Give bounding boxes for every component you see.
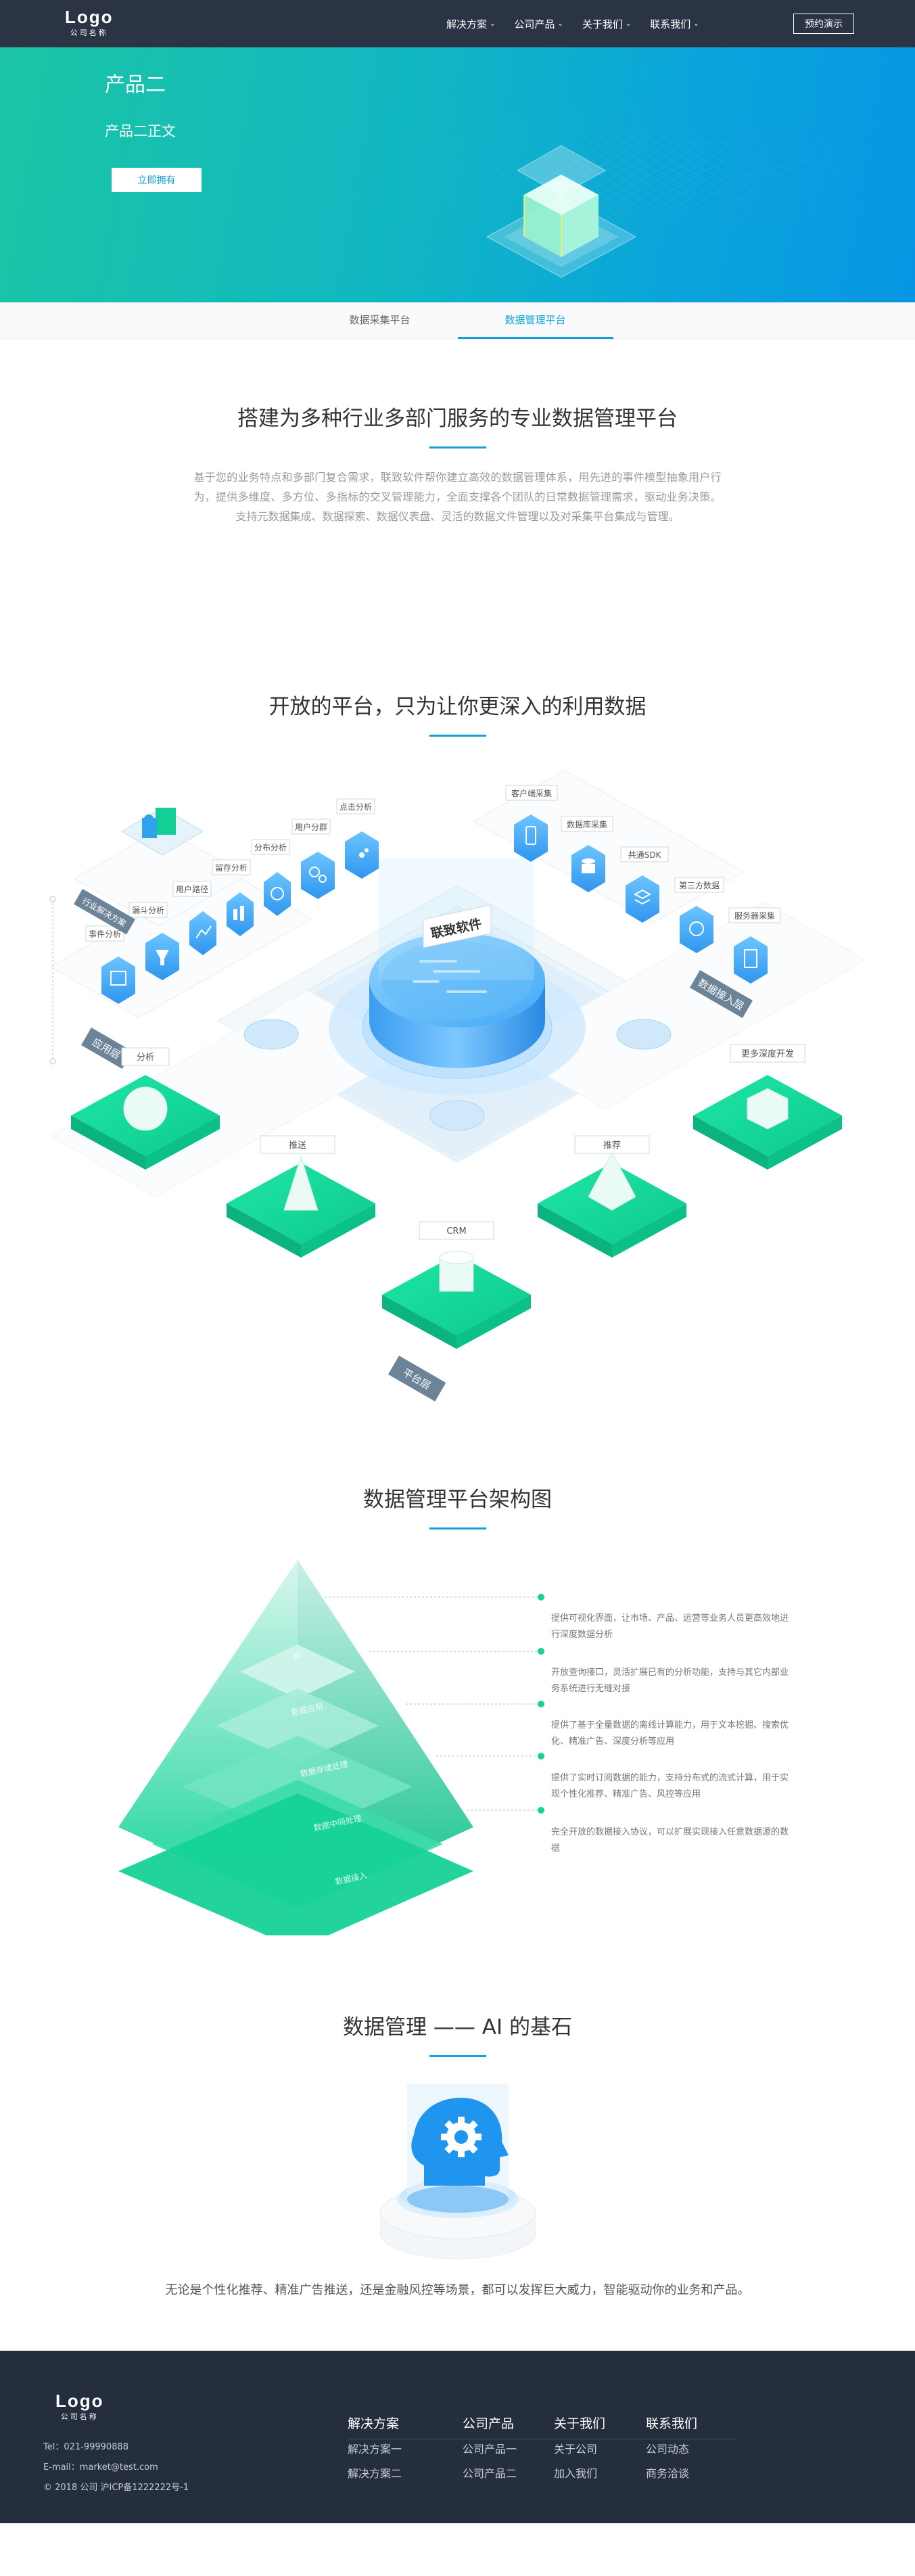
app-item-label: 留存分析 xyxy=(215,863,248,873)
site-header: Logo 公司名称 解决方案⌄ 公司产品⌄ 关于我们⌄ 联系我们⌄ 预约演示 xyxy=(0,0,915,47)
hero-title: 产品二 xyxy=(105,73,166,97)
site-footer: Logo 公司名称 Tel：021-99990888 E-mail：market… xyxy=(0,2351,915,2523)
chevron-down-icon: ⌄ xyxy=(557,20,563,28)
industry-solution-illustration xyxy=(121,807,204,856)
logo-text: Logo xyxy=(55,2391,104,2411)
access-item-label: 第三方数据 xyxy=(679,880,720,890)
nav-item-about[interactable]: 关于我们⌄ xyxy=(582,17,631,31)
app-item-label: 用户路径 xyxy=(176,884,208,894)
title-underline xyxy=(429,1527,486,1530)
footer-link[interactable]: 公司产品一 xyxy=(463,2443,517,2456)
footer-link[interactable]: 商务洽谈 xyxy=(646,2467,690,2480)
footer-col-about: 关于我们 关于公司 加入我们 xyxy=(554,2410,605,2486)
product-tabs: 数据采集平台 数据管理平台 xyxy=(0,302,915,340)
section-title: 数据管理 —— AI 的基石 xyxy=(343,2015,572,2040)
ai-section: 数据管理 —— AI 的基石 无论是个性化推荐、精准广告推送，还是金融风控等场景… xyxy=(0,2010,915,2351)
intro-section: 搭建为多种行业多部门服务的专业数据管理平台 基于您的业务特点和多部门复合需求，联… xyxy=(0,340,915,689)
nav-label: 关于我们 xyxy=(582,18,623,30)
footer-link[interactable]: 解决方案一 xyxy=(348,2443,402,2456)
layer-description: 完全开放的数据接入协议，可以扩展实现接入任意数据源的数据 xyxy=(551,1827,789,1854)
nav-item-contact[interactable]: 联系我们⌄ xyxy=(650,17,699,31)
buy-now-button[interactable]: 立即拥有 xyxy=(112,168,202,192)
platform-layer-tag: 平台层 xyxy=(388,1356,446,1402)
logo-text: Logo xyxy=(65,7,114,27)
logo[interactable]: Logo 公司名称 xyxy=(65,7,114,38)
app-item-label: 事件分析 xyxy=(89,929,121,939)
footer-col-contact: 联系我们 公司动态 商务洽谈 xyxy=(646,2410,697,2486)
layer-descriptions: 提供可视化界面，让市场、产品、运营等业务人员更高效地进行深度数据分析 开放查询接… xyxy=(551,1611,795,1877)
service-label: 推送 xyxy=(289,1141,306,1151)
cube-illustration xyxy=(486,145,637,278)
main-nav: 解决方案⌄ 公司产品⌄ 关于我们⌄ 联系我们⌄ xyxy=(446,0,718,47)
access-item-label: 数据库采集 xyxy=(567,819,607,829)
architecture-pyramid: BI 数据应用 数据存储处理 数据中间处理 数据接入 xyxy=(118,1560,544,1935)
title-underline xyxy=(429,735,486,737)
data-access-icons xyxy=(514,814,768,984)
footer-col-title: 联系我们 xyxy=(646,2416,698,2431)
service-label: 更多深度开发 xyxy=(741,1049,794,1059)
nav-label: 公司产品 xyxy=(514,18,555,30)
footer-col-title: 关于我们 xyxy=(554,2416,606,2431)
nav-item-products[interactable]: 公司产品⌄ xyxy=(514,17,563,31)
platform-diagram: 联致软件 事件分析 漏斗分析 用户路径 留存分析 分布分析 用户分群 xyxy=(49,770,867,1402)
service-label: CRM xyxy=(446,1226,466,1237)
footer-email: E-mail：market@test.com xyxy=(43,2462,158,2472)
footer-tel: Tel：021-99990888 xyxy=(43,2442,129,2452)
architecture-section: 数据管理平台架构图 BI 数据应用 数据存储处理 数据中间处理 数据接入 xyxy=(0,1482,915,2010)
app-layer-icons xyxy=(101,831,379,1004)
footer-col-products: 公司产品 公司产品一 公司产品二 xyxy=(463,2410,517,2486)
logo-company-name: 公司名称 xyxy=(60,2412,99,2421)
footer-col-solutions: 解决方案 解决方案一 解决方案二 xyxy=(348,2410,402,2486)
book-demo-button[interactable]: 预约演示 xyxy=(793,14,854,34)
footer-link[interactable]: 加入我们 xyxy=(554,2467,598,2480)
service-label: 分析 xyxy=(137,1053,154,1063)
footer-col-title: 解决方案 xyxy=(348,2416,400,2431)
platform-section: 开放的平台，只为让你更深入的利用数据 xyxy=(0,689,915,1482)
section-title: 搭建为多种行业多部门服务的专业数据管理平台 xyxy=(237,407,678,431)
layer-description: 提供可视化界面，让市场、产品、运营等业务人员更高效地进行深度数据分析 xyxy=(551,1613,789,1640)
access-item-label: 共通SDK xyxy=(628,850,662,860)
logo-company-name: 公司名称 xyxy=(70,28,108,37)
footer-link[interactable]: 公司动态 xyxy=(646,2443,690,2456)
app-item-label: 用户分群 xyxy=(295,822,327,832)
ai-description: 无论是个性化推荐、精准广告推送，还是金融风控等场景，都可以发挥巨大威力，智能驱动… xyxy=(165,2283,750,2297)
app-item-label: 漏斗分析 xyxy=(132,906,164,915)
access-item-label: 服务器采集 xyxy=(734,911,775,921)
chevron-down-icon: ⌄ xyxy=(693,20,699,28)
footer-link[interactable]: 关于公司 xyxy=(554,2443,598,2456)
app-item-label: 点击分析 xyxy=(339,802,372,812)
tab-data-management[interactable]: 数据管理平台 xyxy=(457,302,613,339)
footer-col-title: 公司产品 xyxy=(463,2416,515,2431)
service-blocks xyxy=(71,1075,842,1349)
access-item-label: 客户端采集 xyxy=(511,788,552,798)
service-label: 推荐 xyxy=(603,1141,621,1151)
hero-grid-background xyxy=(379,74,852,298)
layer-description: 提供了实时订阅数据的能力，支持分布式的流式计算，用于实现个性化推荐、精准广告、风… xyxy=(551,1773,789,1799)
gear-icon xyxy=(440,2117,482,2157)
chevron-down-icon: ⌄ xyxy=(490,20,496,28)
footer-link[interactable]: 解决方案二 xyxy=(348,2467,402,2480)
title-underline xyxy=(429,2055,486,2057)
layer-description: 开放查询接口，灵活扩展已有的分析功能，支持与其它内部业务系统进行无缝对接 xyxy=(551,1668,789,1694)
footer-copyright: © 2018 公司 沪ICP备1222222号-1 xyxy=(43,2483,189,2493)
chevron-down-icon: ⌄ xyxy=(625,20,632,28)
hero-subtitle: 产品二正文 xyxy=(105,123,176,139)
intro-paragraph: 基于您的业务特点和多部门复合需求，联致软件帮你建立高效的数据管理体系，用先进的事… xyxy=(193,471,722,523)
nav-label: 联系我们 xyxy=(650,18,691,30)
footer-link[interactable]: 公司产品二 xyxy=(463,2467,517,2480)
app-item-label: 分布分析 xyxy=(254,843,287,852)
ai-head-illustration xyxy=(379,2084,536,2259)
hero-banner: 产品二 产品二正文 立即拥有 xyxy=(0,47,915,302)
nav-label: 解决方案 xyxy=(446,18,488,30)
footer-logo[interactable]: Logo 公司名称 xyxy=(55,2391,104,2422)
layer-label: BI xyxy=(292,1650,302,1661)
title-underline xyxy=(429,446,486,448)
nav-item-solutions[interactable]: 解决方案⌄ xyxy=(446,17,495,31)
section-title: 数据管理平台架构图 xyxy=(363,1488,552,1512)
tab-data-collection[interactable]: 数据采集平台 xyxy=(349,314,410,326)
section-title: 开放的平台，只为让你更深入的利用数据 xyxy=(268,695,647,719)
footer-contact-info: Tel：021-99990888 E-mail：market@test.com … xyxy=(43,2437,189,2498)
layer-description: 提供了基于全量数据的离线计算能力，用于文本挖掘、搜索优化、精准广告、深度分析等应… xyxy=(551,1720,789,1747)
